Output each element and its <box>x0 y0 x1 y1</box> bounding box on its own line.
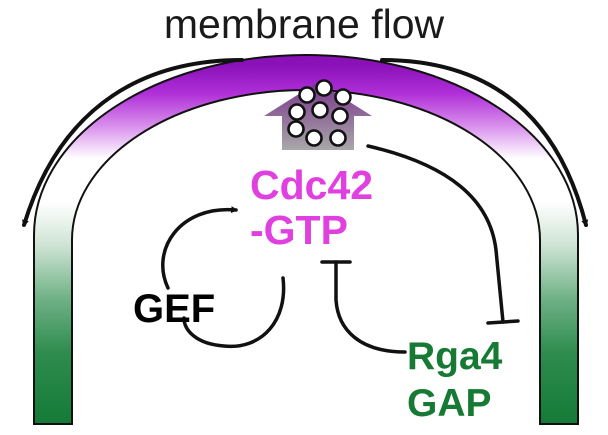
vesicle <box>305 129 323 147</box>
vesicle-inhibition-bar <box>486 319 520 325</box>
membrane-flow-arrow-right <box>380 58 589 228</box>
vesicle <box>329 129 347 147</box>
membrane-flow-title: membrane flow <box>163 1 445 47</box>
vesicle-inhibition-line <box>366 144 505 324</box>
vesicle <box>288 103 306 121</box>
gef-label: GEF <box>133 287 216 331</box>
vesicle <box>331 107 349 125</box>
gap-inhibition-line <box>334 260 407 354</box>
cell-membrane-arch <box>33 54 579 425</box>
cdc42-gtp-label: Cdc42 -GTP <box>250 163 373 253</box>
vesicle <box>315 79 333 97</box>
rga4-line1: Rga4 <box>407 335 503 378</box>
vesicles <box>287 79 352 147</box>
vesicle <box>311 101 329 119</box>
rga4-line2: GAP <box>407 382 492 425</box>
membrane-flow-arrow-left <box>22 58 244 228</box>
cdc42-line2: -GTP <box>250 207 348 253</box>
gef-activation-arrow <box>161 210 286 349</box>
rga4-gap-label: Rga4 GAP <box>407 333 502 427</box>
vesicle <box>298 86 316 104</box>
vesicle <box>334 88 352 106</box>
cdc42-line1: Cdc42 <box>250 162 374 208</box>
vesicle <box>287 120 305 138</box>
